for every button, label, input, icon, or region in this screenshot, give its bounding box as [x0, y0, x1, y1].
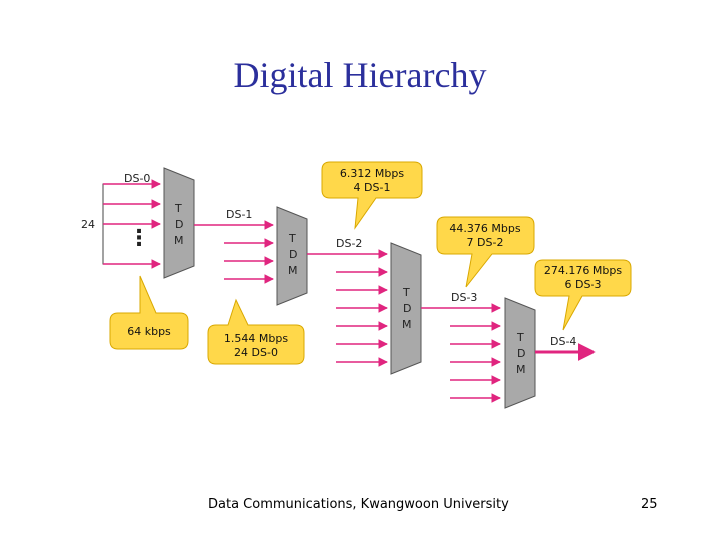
slide-title: Digital Hierarchy	[233, 55, 487, 95]
callout-1544-mbps: 1.544 Mbps 24 DS-0	[207, 298, 305, 365]
tdm3-m: M	[402, 318, 412, 331]
ellipsis-icon: ⋮	[128, 226, 150, 251]
callout-44376-mbps: 44.376 Mbps 7 DS-2	[436, 216, 535, 288]
tdm2-d: D	[289, 248, 297, 261]
callout-6312-line2: 4 DS-1	[354, 181, 391, 194]
tdm2-t: T	[288, 232, 296, 245]
callout-6312-line1: 6.312 Mbps	[340, 167, 404, 180]
tdm1-m: M	[174, 234, 184, 247]
callout-6312-mbps: 6.312 Mbps 4 DS-1	[321, 161, 423, 230]
ds3-label: DS-3	[451, 291, 477, 304]
tdm1-d: D	[175, 218, 183, 231]
tdm4-t: T	[516, 331, 524, 344]
ds2-label: DS-2	[336, 237, 362, 250]
tdm1-t: T	[174, 202, 182, 215]
callout-64-kbps: 64 kbps	[109, 275, 189, 350]
ds1-arrows	[194, 220, 274, 284]
ds4-label: DS-4	[550, 335, 576, 348]
page-number: 25	[641, 497, 658, 512]
callout-274176-line2: 6 DS-3	[565, 278, 602, 291]
callout-44376-line1: 44.376 Mbps	[449, 222, 520, 235]
ds0-input-arrows	[103, 179, 161, 269]
tdm3-t: T	[402, 286, 410, 299]
tdm-mux-1: T D M	[163, 167, 195, 279]
ds1-label: DS-1	[226, 208, 252, 221]
tdm3-d: D	[403, 302, 411, 315]
tdm4-d: D	[517, 347, 525, 360]
tdm-mux-3: T D M	[390, 242, 422, 375]
tdm-mux-2: T D M	[276, 206, 308, 306]
footer-text: Data Communications, Kwangwoon Universit…	[208, 497, 509, 512]
input-count-label: 24	[81, 218, 95, 231]
callout-1544-line1: 1.544 Mbps	[224, 332, 288, 345]
ds2-arrows	[307, 249, 388, 367]
tdm-mux-4: T D M	[504, 297, 536, 409]
callout-1544-line2: 24 DS-0	[234, 346, 278, 359]
callout-64k-line1: 64 kbps	[127, 325, 171, 338]
ds0-label: DS-0	[124, 172, 150, 185]
tdm2-m: M	[288, 264, 298, 277]
tdm4-m: M	[516, 363, 526, 376]
callout-44376-line2: 7 DS-2	[467, 236, 504, 249]
callout-274176-line1: 274.176 Mbps	[544, 264, 622, 277]
ds3-arrows	[421, 303, 501, 403]
callout-274176-mbps: 274.176 Mbps 6 DS-3	[534, 259, 632, 331]
